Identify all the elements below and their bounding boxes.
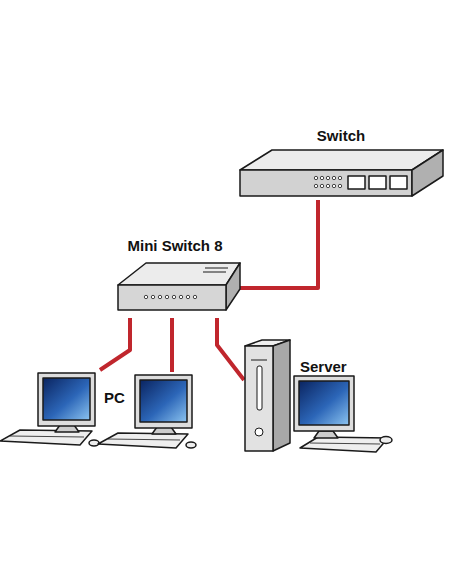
switch-device	[240, 150, 443, 196]
network-cable	[240, 200, 318, 288]
network-cable	[170, 318, 174, 372]
device-label: PC	[104, 389, 134, 407]
device-label: Server	[300, 358, 380, 376]
device-node	[132, 372, 194, 450]
device-node: Server	[244, 340, 389, 452]
network-cable	[100, 318, 130, 370]
device-label: Switch	[238, 127, 444, 145]
device-node: Mini Switch 8	[110, 236, 240, 318]
pc-illustration	[98, 375, 196, 448]
network-cable	[217, 318, 244, 380]
pc-illustration	[0, 373, 99, 446]
mini-switch-device	[118, 263, 240, 310]
device-node: PC	[0, 370, 100, 448]
device-node: Switch	[238, 126, 444, 200]
server-illustration	[245, 340, 392, 452]
device-label: Mini Switch 8	[110, 237, 240, 255]
